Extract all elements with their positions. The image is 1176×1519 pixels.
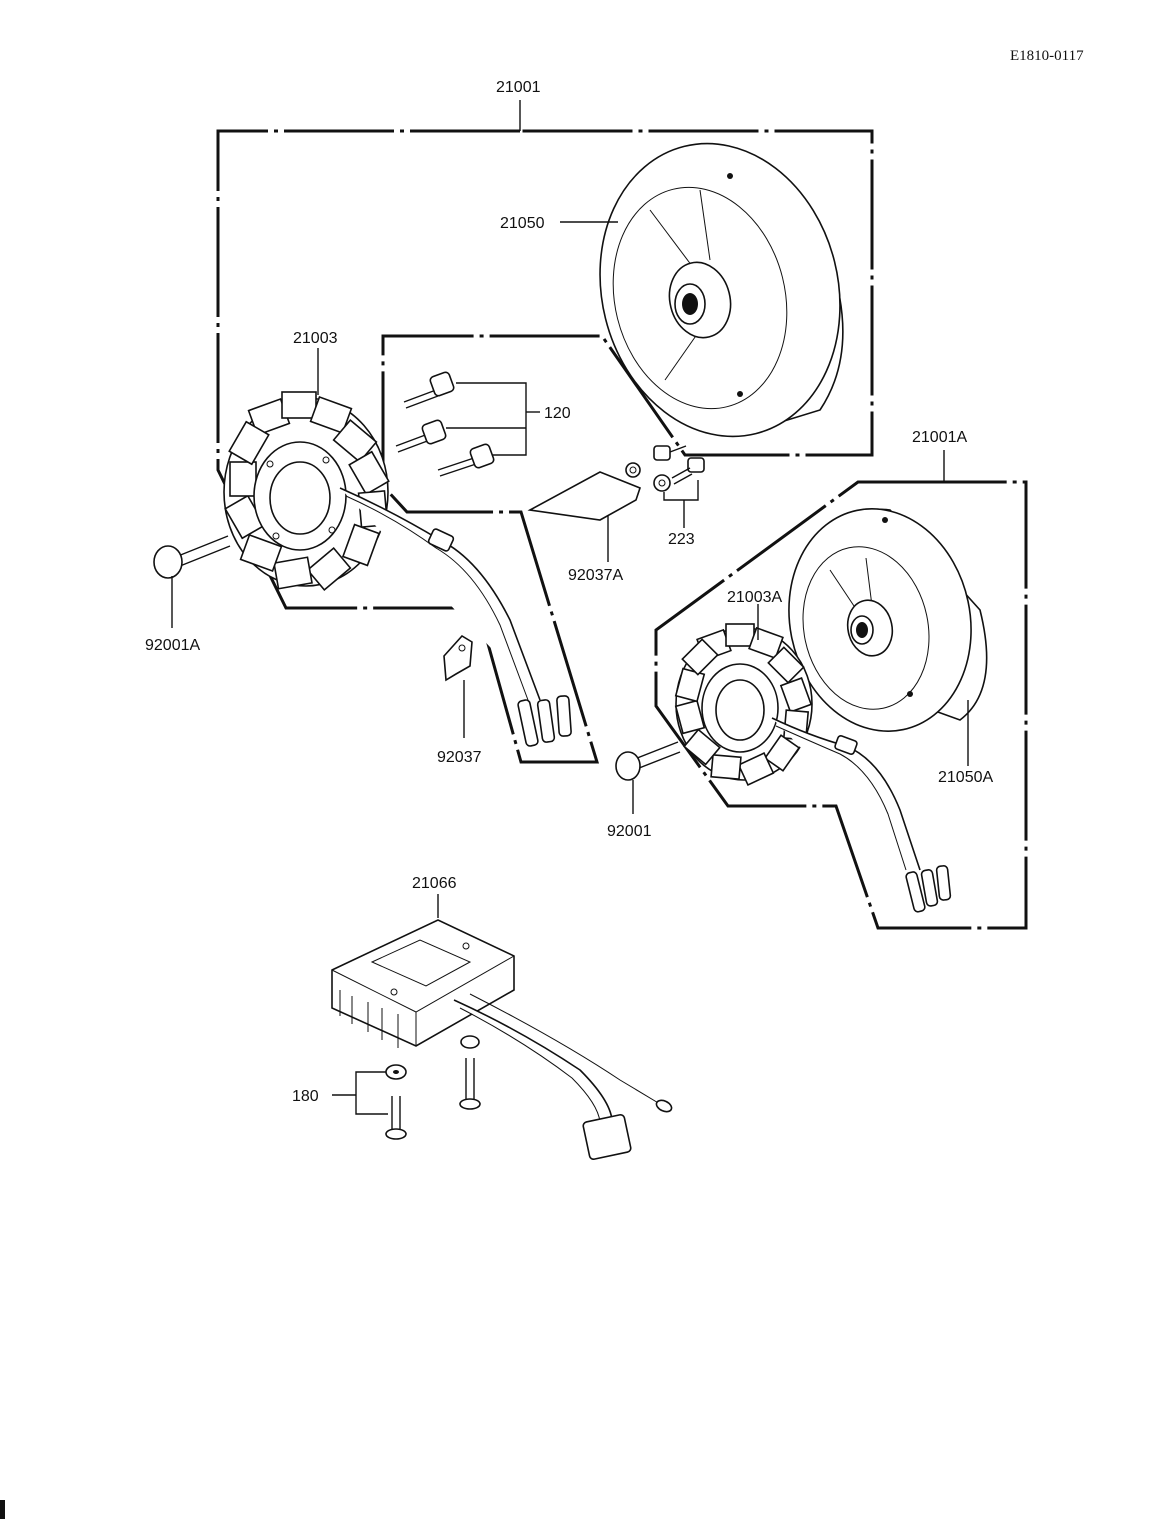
stator-21003A — [674, 623, 952, 913]
label-21001: 21001 — [496, 79, 541, 96]
assembly-frame-21001A — [654, 450, 1028, 930]
label-92001A: 92001A — [145, 637, 200, 654]
screws-223 — [653, 445, 705, 528]
bolt-92001 — [615, 741, 681, 814]
label-120: 120 — [544, 405, 571, 422]
label-92037A: 92037A — [568, 567, 623, 584]
flywheel-rotor-21050 — [599, 142, 844, 438]
bolt-92001A — [153, 535, 231, 628]
label-21003A: 21003A — [727, 589, 782, 606]
stator-21003 — [223, 391, 572, 747]
regulator-rectifier-21066 — [331, 919, 673, 1161]
drawing-code: E1810-0117 — [1010, 48, 1084, 64]
page-edge-mark — [0, 1500, 5, 1519]
flywheel-rotor-21050A — [788, 508, 988, 732]
screws-120 — [395, 371, 540, 477]
bolts-180 — [332, 1064, 407, 1140]
label-21050A: 21050A — [938, 769, 993, 786]
label-92037: 92037 — [437, 749, 482, 766]
label-21050: 21050 — [500, 215, 545, 232]
plate-92037A — [527, 462, 641, 562]
label-223: 223 — [668, 531, 695, 548]
label-21003: 21003 — [293, 330, 338, 347]
label-180: 180 — [292, 1088, 319, 1105]
label-21001A: 21001A — [912, 429, 967, 446]
clamp-92037 — [443, 634, 473, 738]
label-92001: 92001 — [607, 823, 652, 840]
label-21066: 21066 — [412, 875, 457, 892]
